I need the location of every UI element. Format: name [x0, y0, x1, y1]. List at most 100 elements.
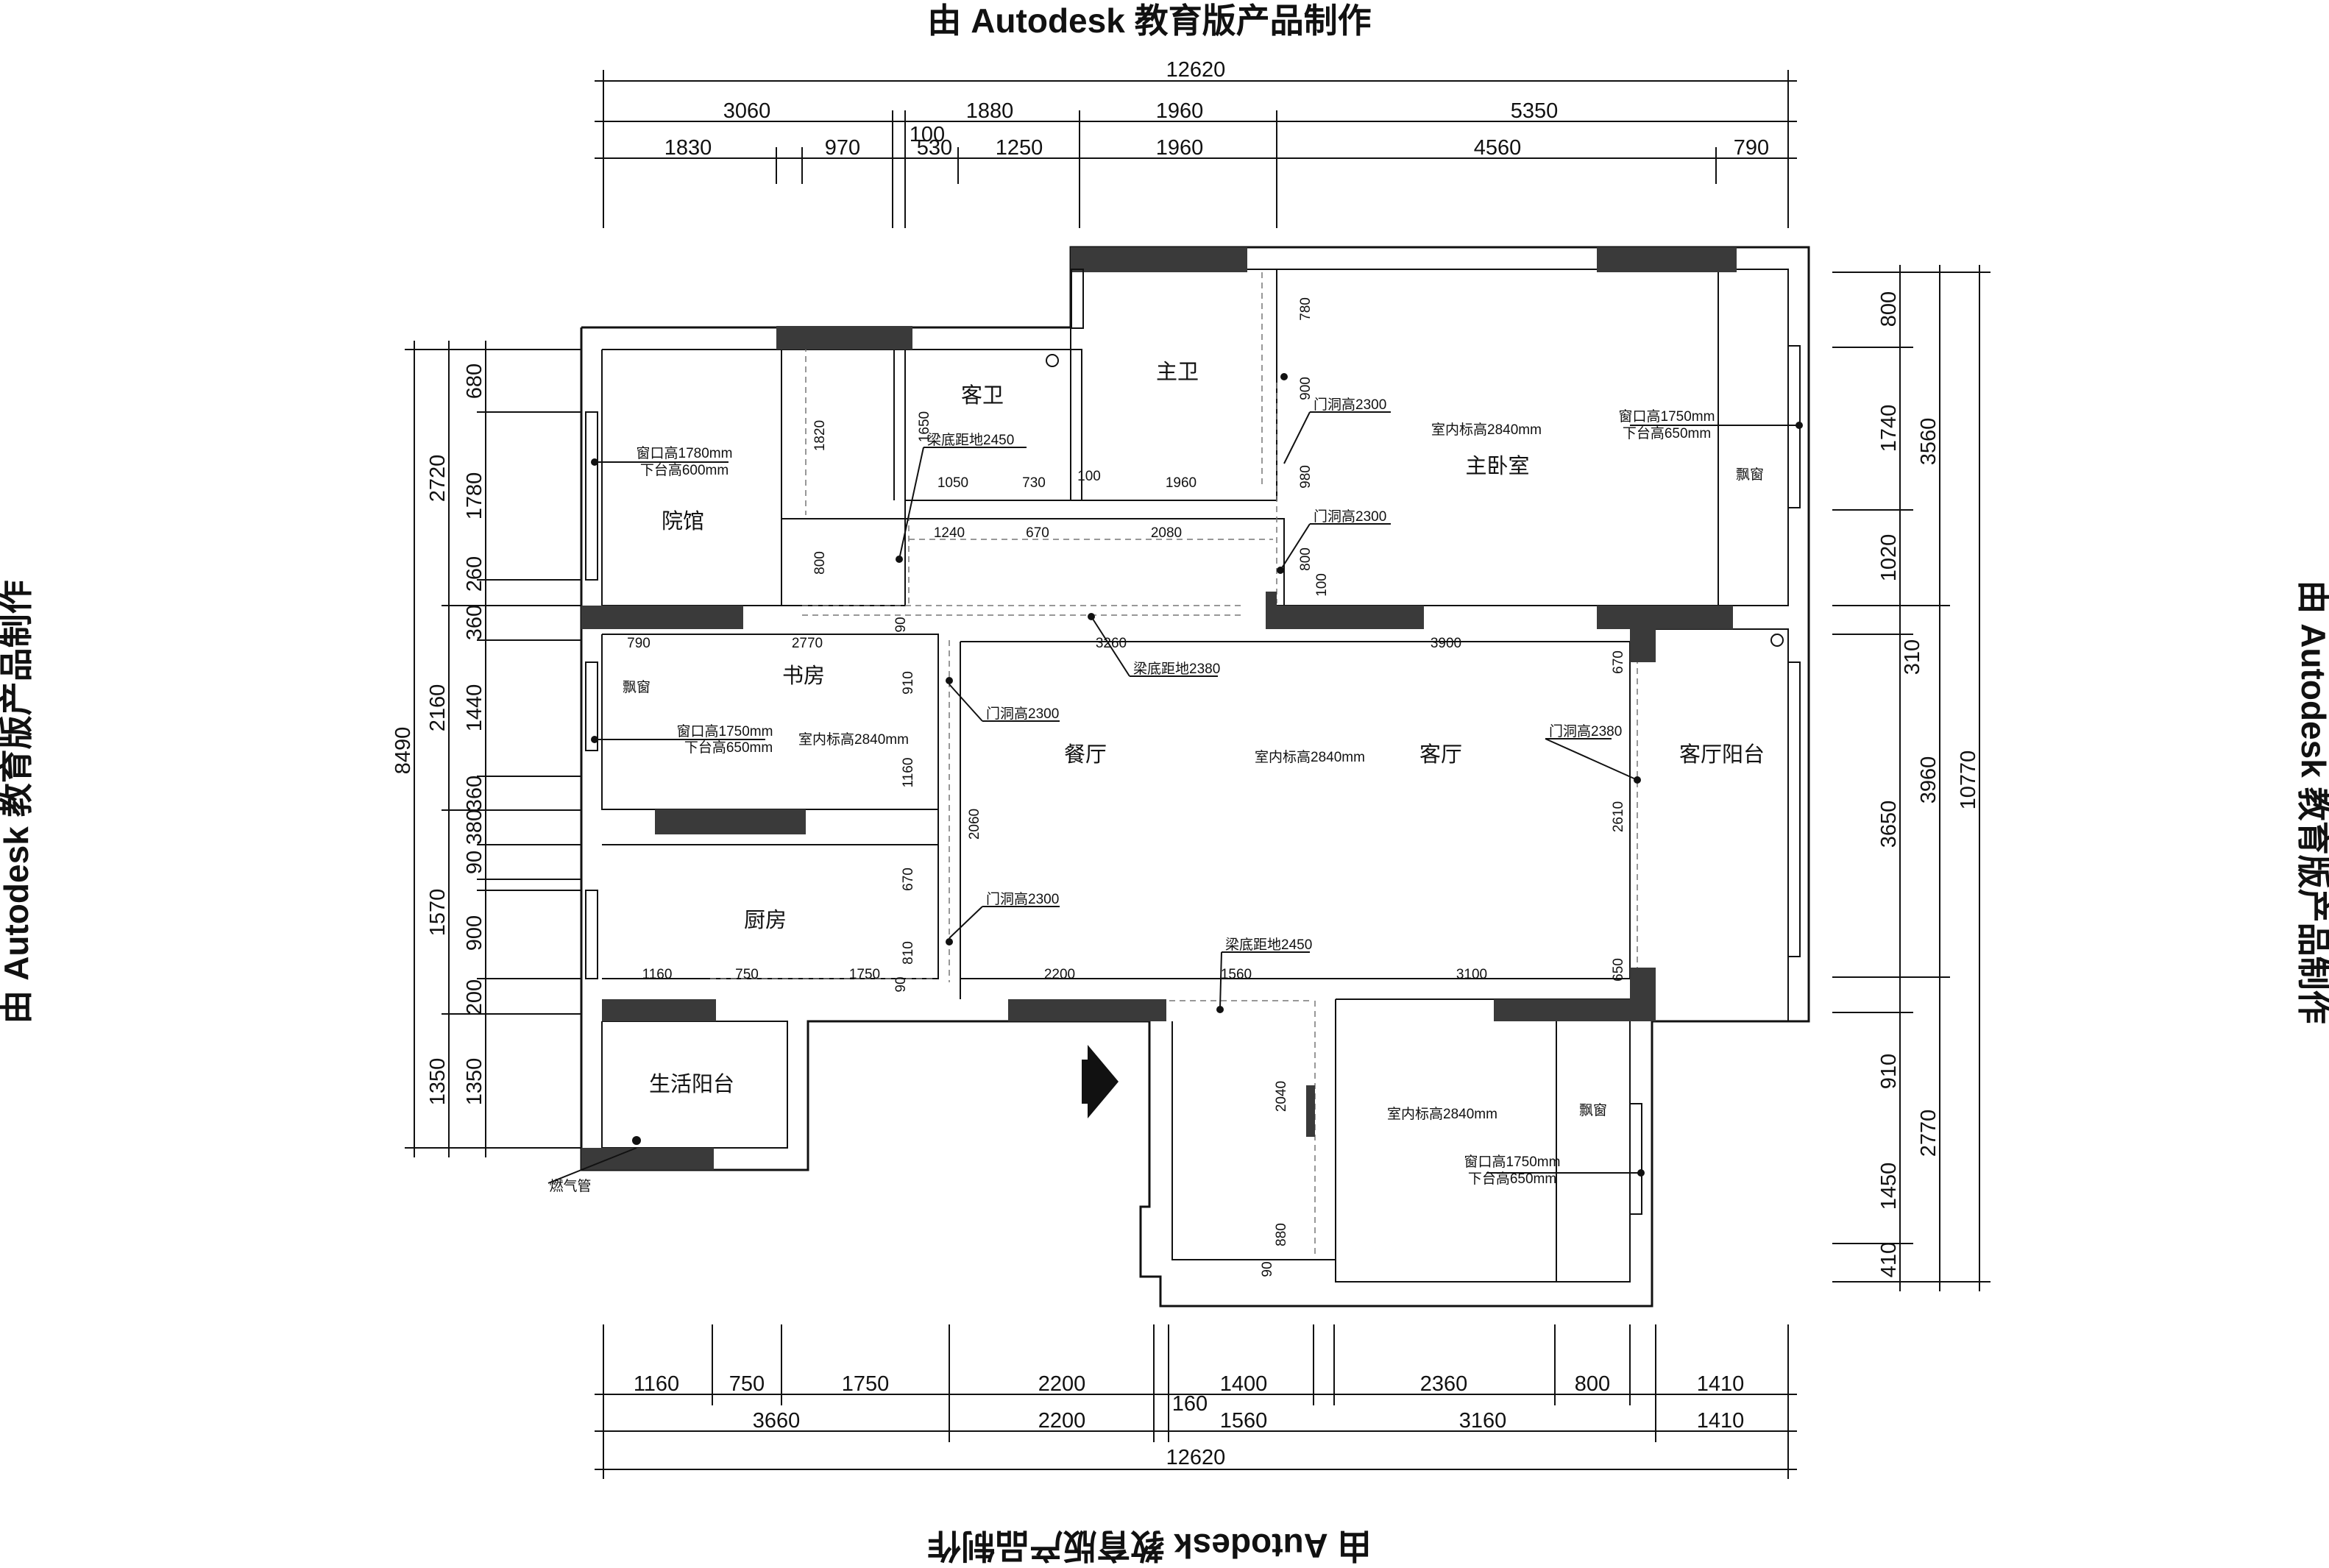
dim-in-650: 650 [1611, 958, 1626, 982]
dim-bot-a5: 1400 [1220, 1372, 1268, 1396]
dim-left-b2: 1780 [463, 472, 486, 520]
dim-left-b8: 90 [463, 851, 486, 874]
dim-in-100b: 100 [1314, 573, 1330, 597]
dim-in-1650: 1650 [917, 411, 932, 442]
dim-top-b7: 790 [1734, 136, 1769, 160]
dim-bot-a3: 1750 [842, 1372, 890, 1396]
dim-top-b3: 530 [917, 136, 952, 160]
dim-in-90a: 90 [893, 617, 909, 632]
dim-top-b0: 100 [910, 123, 945, 146]
dim-top-b4: 1250 [996, 136, 1043, 160]
note-window-master-1: 窗口高1750mm [1619, 408, 1715, 425]
dim-in-100: 100 [1077, 469, 1101, 484]
window-symbols [585, 269, 1801, 1215]
note-window-courtyard-1: 窗口高1780mm [637, 445, 733, 461]
dim-right-b8: 410 [1877, 1242, 1901, 1277]
dim-left-a2: 2160 [426, 684, 450, 732]
dim-right-b3: 1020 [1877, 534, 1901, 582]
dim-in-810: 810 [901, 941, 916, 965]
room-utility-balcony: 生活阳台 [649, 1072, 734, 1096]
dim-left-b7: 380 [463, 809, 486, 845]
note-door-kitchen: 门洞高2300 [986, 891, 1059, 907]
dim-bot-a2: 750 [729, 1372, 765, 1396]
dim-in-800b: 800 [1298, 547, 1314, 571]
dim-top-b1: 1830 [664, 136, 712, 160]
exterior-walls [580, 246, 1810, 1308]
dim-in-670: 670 [1026, 525, 1049, 541]
watermark-bottom: 由 Autodesk 教育版产品制作 [927, 1527, 1371, 1565]
room-living: 客厅 [1419, 742, 1462, 767]
dim-bot-b1: 3660 [753, 1409, 801, 1433]
dim-top-a4: 5350 [1511, 99, 1559, 123]
dim-in-2200: 2200 [1044, 967, 1075, 982]
dim-bot-b3: 1560 [1220, 1409, 1268, 1433]
room-master-bath: 主卫 [1156, 360, 1199, 384]
note-door-study: 门洞高2300 [986, 706, 1059, 722]
note-ceiling-study: 室内标高2840mm [798, 731, 909, 748]
annotations: 室内标高2840mm 室内标高2840mm 室内标高2840mm 室内标高284… [547, 354, 1803, 1194]
room-bay-window-1: 飘窗 [1736, 467, 1764, 483]
note-ceiling-master: 室内标高2840mm [1431, 422, 1542, 438]
left-dimensions: 8490 2720 2160 1570 1350 680 1780 260 36… [391, 341, 581, 1157]
dim-left-a4: 1350 [426, 1058, 450, 1106]
dim-top-b6: 4560 [1474, 136, 1522, 160]
dim-in-670b: 670 [1611, 650, 1626, 674]
room-kitchen: 厨房 [744, 908, 787, 932]
entry-arrow-icon [1082, 1045, 1119, 1118]
dim-right-b1: 800 [1877, 291, 1901, 327]
dim-top-a2: 1880 [966, 99, 1014, 123]
dim-in-1240: 1240 [934, 525, 965, 541]
note-window-study-1: 窗口高1750mm [677, 723, 773, 739]
note-door-master-bath: 门洞高2300 [1314, 397, 1386, 413]
note-window-courtyard-2: 下台高600mm [640, 462, 729, 478]
dim-bot-total: 12620 [1166, 1446, 1226, 1469]
dim-in-2040: 2040 [1274, 1081, 1289, 1112]
dim-left-a3: 1570 [426, 889, 450, 937]
dim-in-900: 900 [1298, 377, 1314, 400]
room-living-balcony: 客厅阳台 [1679, 742, 1765, 767]
dim-in-670a: 670 [901, 868, 916, 891]
dim-in-k750: 750 [735, 967, 759, 982]
dim-in-3100: 3100 [1456, 967, 1487, 982]
dim-bot-b2: 2200 [1038, 1409, 1086, 1433]
dim-right-b7: 1450 [1877, 1163, 1901, 1210]
dim-in-1160: 1160 [901, 758, 916, 788]
dim-right-a2: 3960 [1917, 756, 1940, 804]
dim-right-a3: 2770 [1917, 1110, 1940, 1157]
dim-in-980: 980 [1298, 465, 1314, 489]
structural-columns [581, 247, 1737, 1170]
dim-left-total: 8490 [391, 727, 415, 775]
dim-right-b2: 1740 [1877, 405, 1901, 453]
dim-in-2770: 2770 [792, 636, 823, 651]
bottom-dimensions: 1160 750 1750 2200 1400 2360 800 1410 16… [595, 1324, 1797, 1479]
dim-in-2080: 2080 [1151, 525, 1182, 541]
dim-in-1960: 1960 [1166, 475, 1197, 491]
note-window-bed2-2: 下台高650mm [1468, 1171, 1556, 1187]
dim-bot-a6: 2360 [1420, 1372, 1468, 1396]
dim-bot-a8: 1410 [1697, 1372, 1745, 1396]
room-study: 书房 [782, 664, 825, 688]
note-gas-pipe: 燃气管 [549, 1178, 591, 1194]
note-beam-entry: 梁底距地2450 [1225, 937, 1312, 953]
dim-in-1820: 1820 [812, 420, 828, 451]
dim-in-910: 910 [901, 671, 916, 695]
dim-in-2060: 2060 [967, 809, 982, 840]
note-door-master-bed: 门洞高2300 [1314, 508, 1386, 525]
watermark-right: 由 Autodesk 教育版产品制作 [2294, 580, 2329, 1024]
dim-left-b1: 680 [463, 363, 486, 399]
note-beam-guest-bath: 梁底距地2450 [927, 432, 1014, 448]
dim-bot-a1: 1160 [634, 1372, 679, 1396]
room-bay-window-2: 飘窗 [623, 679, 651, 695]
note-beam-corridor: 梁底距地2380 [1133, 661, 1220, 677]
dim-right-a1: 3560 [1917, 418, 1940, 466]
dim-in-k1750: 1750 [849, 967, 880, 982]
dim-in-90b: 90 [893, 976, 909, 992]
dim-in-2610: 2610 [1611, 801, 1626, 832]
dim-in-730: 730 [1022, 475, 1046, 491]
dim-left-b10: 200 [463, 979, 486, 1015]
note-door-balcony: 门洞高2380 [1549, 723, 1622, 739]
note-ceiling-bed2: 室内标高2840mm [1387, 1106, 1497, 1122]
top-dimensions: 12620 3060 1880 1960 5350 100 1830 970 5… [595, 58, 1797, 228]
dim-left-b11: 1350 [463, 1058, 486, 1106]
